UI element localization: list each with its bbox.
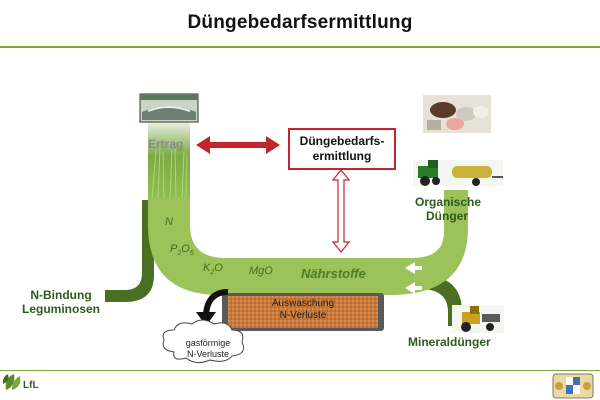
nutrient-n: N <box>165 216 173 228</box>
inflow-arrows <box>405 262 422 294</box>
gas-cloud <box>162 319 245 364</box>
center-box-line2: ermittlung <box>312 149 372 163</box>
leaching-layer <box>222 293 384 331</box>
lfl-logo-mark <box>2 374 21 390</box>
legume-label: N-Bindung Leguminosen <box>22 288 101 316</box>
gas-loss-label: gasförmige N-Verluste <box>185 338 231 359</box>
livestock-photo <box>423 95 491 133</box>
vertical-double-arrow <box>331 169 351 253</box>
nutrient-channel <box>148 186 468 295</box>
gas-loss-arrow <box>196 289 229 326</box>
coat-of-arms-icon <box>552 373 594 399</box>
mineral-fertilizer-label: Mineraldünger <box>408 335 491 349</box>
mineral-tractor-photo <box>452 305 504 333</box>
legume-band <box>105 200 154 302</box>
organic-fertilizer-label: Organische Dünger <box>415 195 482 223</box>
lfl-logo-text: LfL <box>23 380 39 391</box>
nutrient-mgo: MgO <box>249 265 273 277</box>
mineral-inflow-arrow <box>405 282 422 294</box>
center-box-line1: Düngebedarfs- <box>299 134 385 148</box>
bottom-divider <box>0 370 600 371</box>
organic-inflow-arrow <box>405 262 422 274</box>
ertrag-double-arrow <box>196 136 280 154</box>
nutrient-p2o5: P2O5 <box>170 243 194 258</box>
top-divider <box>0 46 600 48</box>
page-title: Düngebedarfsermittlung <box>187 12 413 33</box>
nutrient-k2o: K2O <box>203 262 223 277</box>
leaching-label: Auswaschung N-Verluste <box>271 298 335 321</box>
naehrstoffe-label: Nährstoffe <box>301 266 366 281</box>
ertrag-label: Ertrag <box>148 137 184 151</box>
slurry-tractor-photo <box>413 160 503 186</box>
duengebedarf-box: Düngebedarfs- ermittlung <box>288 128 396 170</box>
silo-photo <box>139 93 199 123</box>
